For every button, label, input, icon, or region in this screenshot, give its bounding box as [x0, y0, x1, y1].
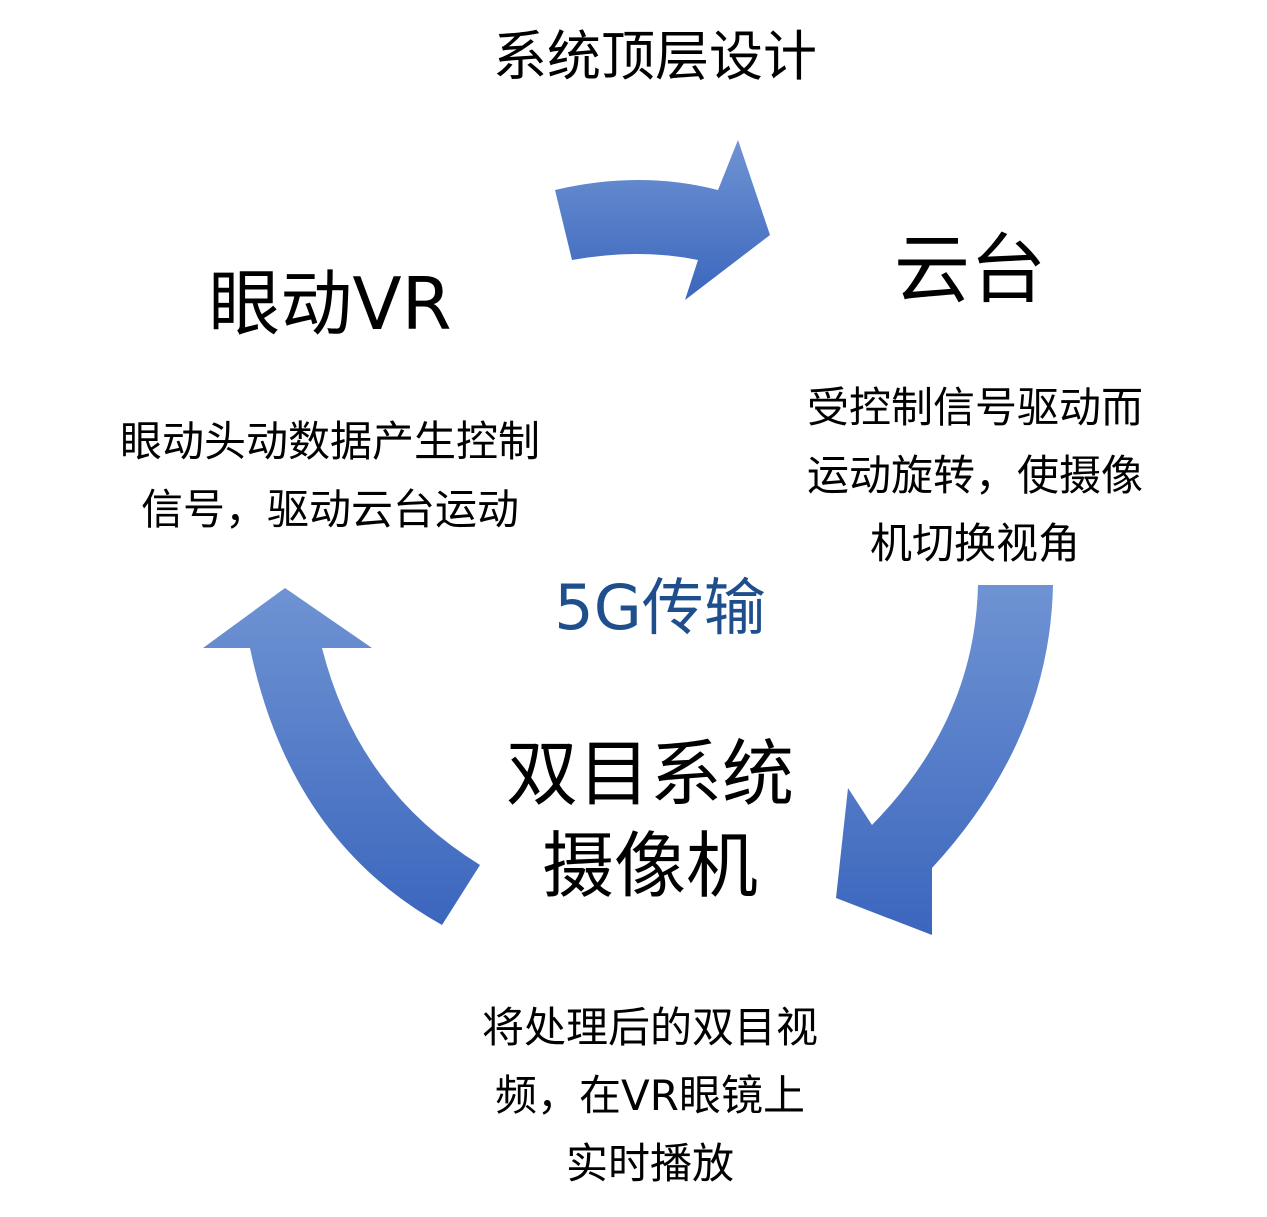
camera-desc-line: 将处理后的双目视: [481, 1003, 818, 1052]
node-gimbal-label: 云台: [894, 225, 1046, 314]
eye-vr-desc-line: 眼动头动数据产生控制: [119, 417, 540, 466]
camera-label-line: 摄像机: [541, 824, 758, 908]
center-label-5g: 5G传输: [554, 571, 766, 644]
diagram-title: 系统顶层设计: [493, 25, 817, 88]
node-eye-vr-description: 眼动头动数据产生控制 信号，驱动云台运动: [70, 408, 590, 544]
gimbal-desc-line: 受控制信号驱动而: [806, 383, 1143, 432]
node-eye-vr-label: 眼动VR: [208, 262, 452, 346]
gimbal-desc-line: 机切换视角: [869, 519, 1080, 568]
arrow-vr-to-gimbal: [555, 140, 770, 300]
arrow-gimbal-to-camera: [836, 585, 1053, 935]
camera-desc-line: 频，在VR眼镜上: [495, 1071, 805, 1120]
eye-vr-desc-line: 信号，驱动云台运动: [140, 485, 519, 534]
gimbal-desc-line: 运动旋转，使摄像: [806, 451, 1143, 500]
node-stereo-camera-description: 将处理后的双目视 频，在VR眼镜上 实时播放: [440, 994, 860, 1198]
arrow-camera-to-vr: [203, 588, 480, 925]
camera-label-line: 双目系统: [505, 732, 794, 816]
node-stereo-camera-label: 双目系统 摄像机: [440, 728, 860, 912]
camera-desc-line: 实时播放: [565, 1139, 734, 1188]
node-gimbal-description: 受控制信号驱动而 运动旋转，使摄像 机切换视角: [760, 374, 1190, 578]
